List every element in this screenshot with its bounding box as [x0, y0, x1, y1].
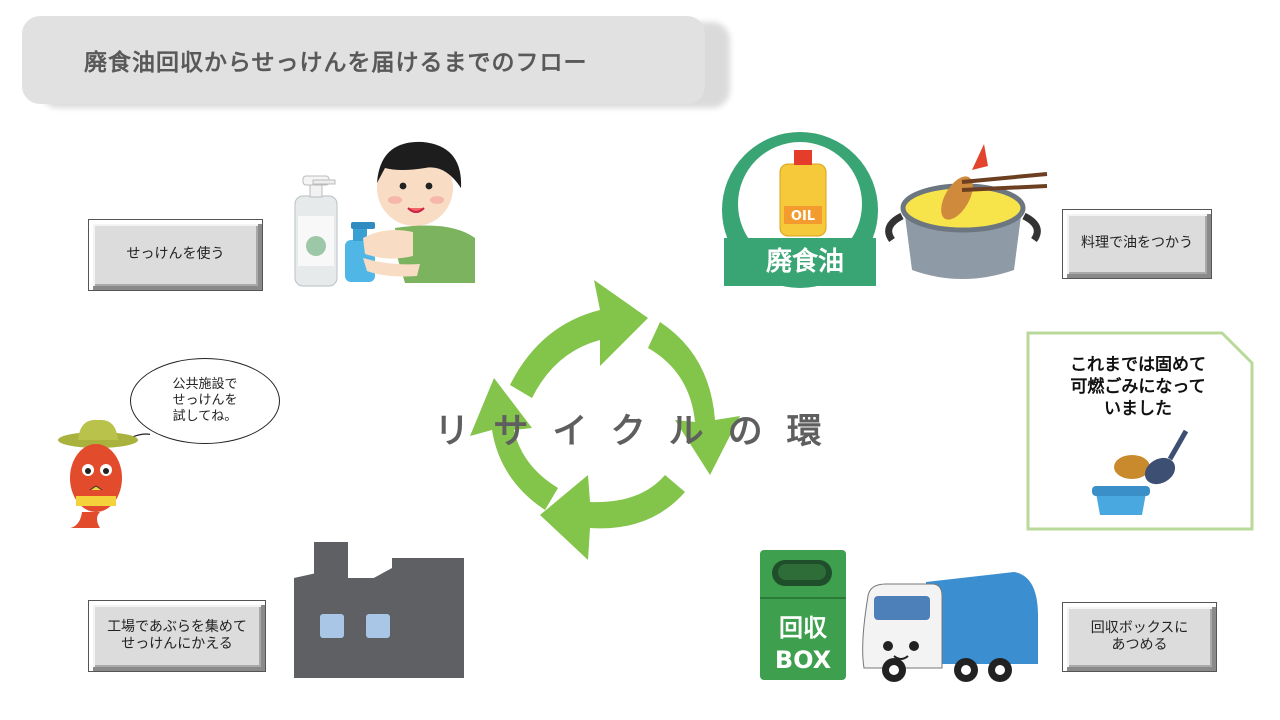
recycle-arrow-top: [510, 280, 648, 398]
step-cook-oil-label: 料理で油をつかう: [1081, 235, 1193, 252]
step-use-soap-label: せっけんを使う: [126, 246, 225, 263]
step-collect-box-label: 回収ボックスに あつめる: [1090, 619, 1189, 654]
box-label-2: BOX: [775, 646, 832, 674]
speech-bubble-text: 公共施設で せっけんを 試してね。: [172, 376, 238, 425]
step-factory-label: 工場であぶらを集めて せっけんにかえる: [107, 618, 247, 653]
congealed-oil-icon: [1114, 455, 1150, 479]
step-factory: 工場であぶらを集めて せっけんにかえる: [88, 600, 266, 672]
recycle-arrow-bottom: [540, 475, 685, 560]
step-cook-oil: 料理で油をつかう: [1062, 209, 1212, 279]
oil-bottle-icon: [779, 163, 827, 237]
waste-oil-label: 廃食油: [766, 246, 844, 277]
box-label-1: 回収: [779, 614, 828, 642]
speech-bubble: 公共施設で せっけんを 試してね。: [130, 358, 280, 444]
factory-icon: [294, 542, 464, 678]
fried-shrimp-icon: [941, 176, 973, 220]
mascot-shrimp-icon: [58, 419, 150, 528]
step-use-soap: せっけんを使う: [88, 219, 263, 291]
cooking-oil-illustration: 廃食油 OIL: [722, 132, 1048, 288]
frying-pan-icon: [1144, 457, 1176, 485]
trash-bin-icon: [1096, 493, 1146, 515]
collection-illustration: 回収 BOX: [760, 550, 1038, 682]
title-banner: 廃食油回収からせっけんを届けるまでのフロー: [22, 16, 705, 104]
recycle-arrow-left: [470, 378, 558, 510]
recycle-arrow-right: [648, 322, 740, 475]
step-collect-box: 回収ボックスに あつめる: [1062, 602, 1217, 672]
recycle-arrows-icon: [470, 280, 740, 560]
factory-window-left: [320, 614, 344, 638]
cycle-label: リサイクルの環: [434, 412, 846, 452]
callout-frame: [1026, 331, 1254, 531]
garbage-truck-icon: [926, 572, 1038, 664]
handwash-illustration: [294, 141, 475, 287]
factory-window-right: [366, 614, 390, 638]
callout-text: これまでは固めて 可燃ごみになって いました: [1070, 355, 1206, 420]
page-title: 廃食油回収からせっけんを届けるまでのフロー: [84, 50, 588, 76]
oil-bottle-label: OIL: [791, 209, 815, 224]
